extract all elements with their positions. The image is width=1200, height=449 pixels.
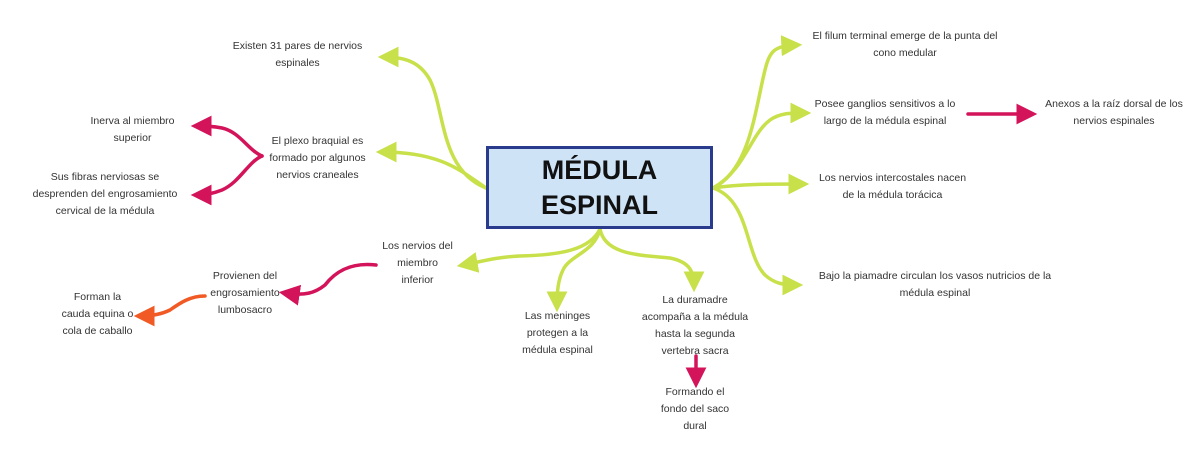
- node-filum[interactable]: El filum terminal emerge de la punta del…: [812, 30, 998, 59]
- connector-ganglios: [711, 102, 812, 190]
- node-meninges[interactable]: Las meninges protegen a la médula espina…: [522, 310, 593, 356]
- node-pares[interactable]: Existen 31 pares de nervios espinales: [232, 40, 363, 69]
- connector-duramadre: [598, 227, 705, 293]
- node-piamadre[interactable]: Bajo la piamadre circulan los vasos nutr…: [818, 270, 1052, 299]
- node-saco[interactable]: Formando el fondo del saco dural: [660, 386, 730, 432]
- node-intercostales[interactable]: Los nervios intercostales nacen de la mé…: [818, 172, 967, 201]
- node-fibras[interactable]: Sus fibras nerviosas se desprenden del e…: [32, 171, 178, 217]
- connector-intercostales: [711, 173, 810, 195]
- connector-nervios-inferior: [456, 227, 602, 273]
- connector-inerva: [190, 115, 264, 158]
- connector-pares: [377, 46, 488, 190]
- connector-plexo: [375, 141, 488, 190]
- central-topic-label: MÉDULA ESPINAL: [540, 154, 659, 220]
- node-nervios-inferior[interactable]: Los nervios del miembro inferior: [382, 240, 453, 286]
- node-duramadre[interactable]: La duramadre acompaña a la médula hasta …: [641, 294, 749, 357]
- node-cauda[interactable]: Forman la cauda equina o cola de caballo: [61, 291, 134, 337]
- connector-filum: [711, 35, 803, 190]
- node-plexo[interactable]: El plexo braquial es formado por algunos…: [269, 135, 366, 181]
- connector-cauda: [133, 294, 207, 327]
- node-provienen[interactable]: Provienen del engrosamiento lumbosacro: [210, 270, 280, 316]
- node-anexos[interactable]: Anexos a la raíz dorsal de los nervios e…: [1045, 98, 1183, 127]
- connector-fibras: [190, 154, 264, 206]
- connector-piamadre: [711, 186, 804, 296]
- connector-meninges: [546, 227, 602, 313]
- node-inerva[interactable]: Inerva al miembro superior: [90, 115, 175, 144]
- central-topic[interactable]: MÉDULA ESPINAL: [486, 146, 713, 229]
- node-ganglios[interactable]: Posee ganglios sensitivos a lo largo de …: [814, 98, 956, 127]
- connector-provienen: [278, 262, 378, 306]
